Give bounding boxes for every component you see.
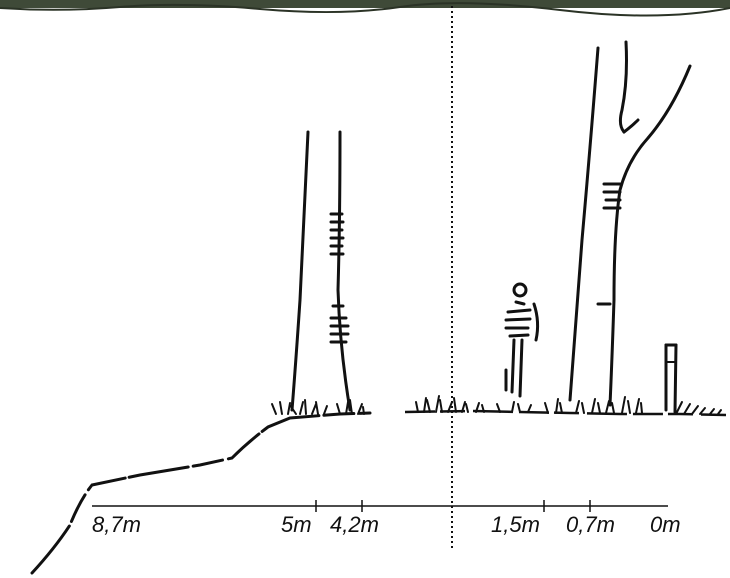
scale-label-5m: 5m <box>281 512 312 537</box>
photo-strip <box>0 0 730 8</box>
stake-post <box>664 343 678 414</box>
scale-label-8-7m: 8,7m <box>92 512 141 537</box>
scale-label-0-7m: 0,7m <box>566 512 615 537</box>
ground-line <box>30 411 372 575</box>
scale-label-4-2m: 4,2m <box>330 512 379 537</box>
grass-tufts <box>271 395 722 415</box>
ground-line-right <box>404 409 727 417</box>
scale-ticks <box>315 500 591 512</box>
tree-left-marks <box>329 212 350 344</box>
tree-right-marks <box>596 182 622 306</box>
photo-strip-edge <box>0 2 730 17</box>
scale-label-0m: 0m <box>650 512 681 537</box>
scale-label-1-5m: 1,5m <box>491 512 540 537</box>
person-figure <box>504 282 540 398</box>
tree-right <box>568 40 692 407</box>
tree-left <box>290 130 352 412</box>
